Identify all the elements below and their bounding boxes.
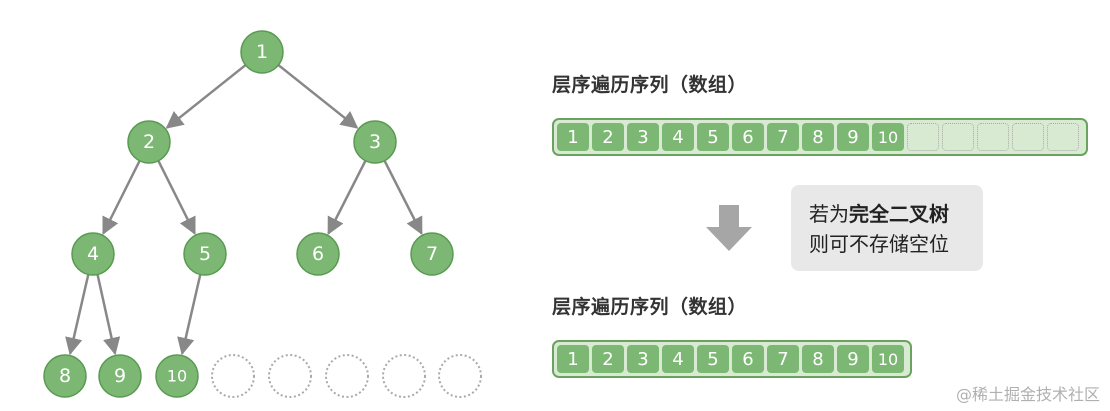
array-cell: 2 <box>592 123 624 151</box>
tree-edge <box>277 64 359 129</box>
array-cell: 10 <box>872 345 904 373</box>
tree-node-circle <box>183 232 227 276</box>
array-cell: 10 <box>872 123 904 151</box>
note-line-1: 若为完全二叉树 <box>809 199 965 229</box>
array-cell: 1 <box>557 123 589 151</box>
array-cell: 3 <box>627 123 659 151</box>
tree-node-label: 9 <box>114 365 126 387</box>
tree-node-label: 6 <box>312 243 324 265</box>
tree-node-circle <box>71 232 115 276</box>
tree-node-1: 1 <box>240 30 284 74</box>
tree-node-circle <box>410 232 454 276</box>
note-line-2: 则可不存储空位 <box>809 232 949 256</box>
tree-edge <box>102 160 141 235</box>
array-cell: 7 <box>767 345 799 373</box>
array-cell: 5 <box>697 345 729 373</box>
array-cell: 8 <box>802 123 834 151</box>
top-array-label: 层序遍历序列（数组） <box>552 74 748 96</box>
array-empty-cell <box>942 123 974 151</box>
tree-empty-slot <box>268 354 312 398</box>
tree-edge <box>65 274 90 356</box>
tree-empty-slot <box>325 354 369 398</box>
tree-node-circle <box>296 232 340 276</box>
tree-edge <box>165 64 247 129</box>
array-cell: 6 <box>732 123 764 151</box>
tree-node-circle <box>240 30 284 74</box>
array-empty-cell <box>907 123 939 151</box>
array-cell: 9 <box>837 345 869 373</box>
tree-node-label: 7 <box>426 243 438 265</box>
binary-tree-diagram: 1 2 3 4 5 6 7 8 9 10 <box>43 30 482 398</box>
tree-node-5: 5 <box>183 232 227 276</box>
note-bold-term: 完全二叉树 <box>849 202 949 226</box>
array-empty-cell <box>977 123 1009 151</box>
note-prefix: 若为 <box>809 202 849 226</box>
tree-edge <box>327 160 367 236</box>
array-cell: 2 <box>592 345 624 373</box>
array-cell: 8 <box>802 345 834 373</box>
tree-node-3: 3 <box>353 120 397 164</box>
array-cell: 6 <box>732 345 764 373</box>
tree-node-9: 9 <box>98 354 142 398</box>
tree-node-label: 5 <box>199 243 211 265</box>
watermark: @稀土掘金技术社区 <box>955 385 1100 404</box>
tree-node-circle <box>353 120 397 164</box>
tree-node-4: 4 <box>71 232 115 276</box>
tree-node-2: 2 <box>127 120 171 164</box>
tree-node-6: 6 <box>296 232 340 276</box>
tree-edge <box>157 160 196 235</box>
array-cell: 7 <box>767 123 799 151</box>
tree-node-label: 1 <box>256 41 268 63</box>
tree-node-label: 10 <box>167 367 187 386</box>
array-cell: 4 <box>662 345 694 373</box>
tree-node-circle <box>43 354 87 398</box>
array-empty-cell <box>1047 123 1079 151</box>
array-cell: 9 <box>837 123 869 151</box>
tree-empty-slot <box>211 354 255 398</box>
tree-empty-slot <box>438 354 482 398</box>
tree-node-label: 8 <box>59 365 71 387</box>
tree-node-7: 7 <box>410 232 454 276</box>
array-cell: 1 <box>557 345 589 373</box>
tree-node-label: 2 <box>143 131 155 153</box>
tree-node-label: 4 <box>87 243 99 265</box>
tree-node-label: 3 <box>369 131 381 153</box>
tree-edge <box>177 274 202 356</box>
tree-empty-slot <box>382 354 426 398</box>
complete-binary-tree-note: 若为完全二叉树 则可不存储空位 <box>791 185 983 271</box>
array-empty-cell <box>1012 123 1044 151</box>
bottom-array-label: 层序遍历序列（数组） <box>552 296 748 318</box>
array-cell: 3 <box>627 345 659 373</box>
tree-node-circle <box>155 354 199 398</box>
tree-node-circle <box>98 354 142 398</box>
tree-edge <box>383 160 423 236</box>
array-cell: 4 <box>662 123 694 151</box>
tree-node-10: 10 <box>155 354 199 398</box>
arrow-down-icon <box>706 205 752 251</box>
tree-edge <box>96 274 121 356</box>
tree-node-circle <box>127 120 171 164</box>
array-cell: 5 <box>697 123 729 151</box>
tree-node-8: 8 <box>43 354 87 398</box>
